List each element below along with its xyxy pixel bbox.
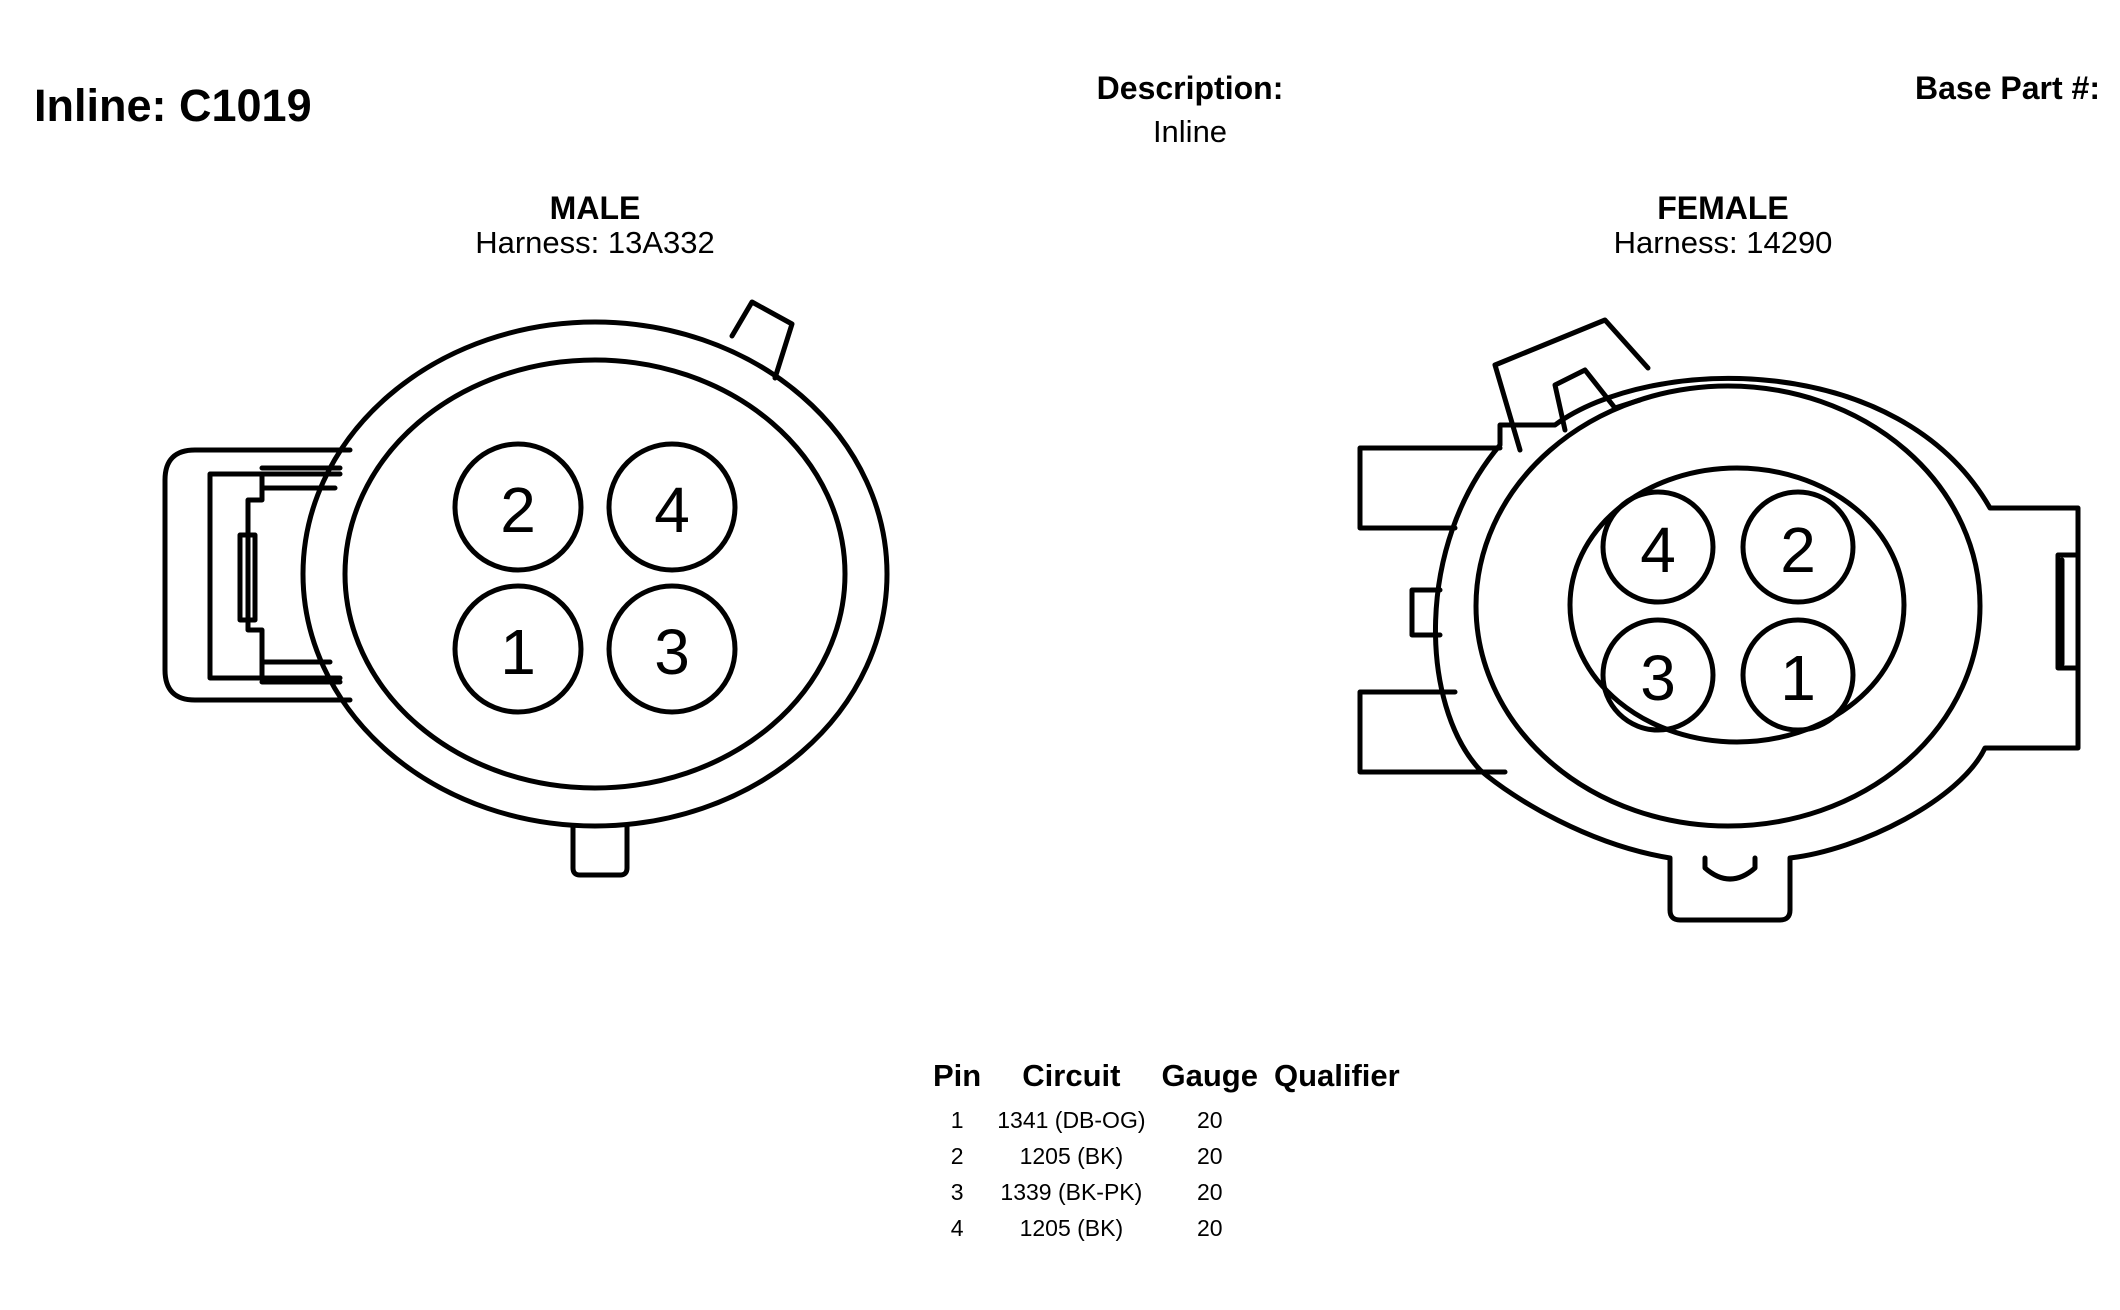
circuit-cell: 1341 (DB-OG) (997, 1106, 1146, 1133)
qualifier-cell (1266, 1174, 1408, 1210)
male-harness: Harness: 13A332 (475, 225, 715, 260)
gauge-cell: 20 (1196, 1178, 1223, 1205)
female-pin-carrier (1567, 465, 1907, 745)
qualifier-cell (1266, 1138, 1408, 1174)
female-left-tab-bottom (1357, 689, 1508, 775)
female-pin-hole (1600, 489, 1716, 605)
gauge-cell: 20 (1196, 1106, 1223, 1133)
female-bottom-notch (1702, 855, 1758, 882)
pin-cell: 2 (950, 1142, 964, 1169)
description-label: Description: (1096, 70, 1284, 106)
gauge-cell: 20 (1196, 1142, 1223, 1169)
male-left-bracket (162, 447, 353, 703)
male-pin-number: 4 (654, 474, 690, 546)
female-pin-hole (1600, 617, 1716, 733)
gauge-cell: 20 (1196, 1214, 1223, 1241)
male-label: MALE (549, 190, 641, 226)
circuit-cell: 1205 (BK) (1019, 1142, 1124, 1169)
female-inner-ring (1473, 383, 1983, 829)
male-inner-face (342, 357, 848, 791)
female-pin-number: 4 (1640, 514, 1676, 586)
pin-cell: 1 (950, 1106, 964, 1133)
male-pin-hole (606, 583, 738, 715)
male-left-bracket-inner (207, 471, 343, 681)
female-right-clip (2055, 552, 2081, 671)
gauge-column-header: Gauge (1161, 1058, 1258, 1093)
male-left-clip-rect (237, 532, 258, 623)
male-pin-hole (452, 441, 584, 573)
connector-title: Inline: C1019 (34, 80, 312, 131)
male-pin-hole (452, 583, 584, 715)
male-top-latch (729, 299, 795, 381)
pin-column-header: Pin (933, 1058, 982, 1093)
pin-table: Pin Circuit Gauge Qualifier 1 1341 (DB-O… (925, 1058, 1408, 1246)
pin-cell: 4 (950, 1214, 964, 1241)
qualifier-cell (1266, 1102, 1408, 1138)
female-pin-number: 1 (1780, 642, 1816, 714)
male-pin-number: 3 (654, 616, 690, 688)
base-part-label: Base Part #: (1915, 70, 2100, 106)
table-row: 4 1205 (BK) 20 (925, 1210, 1408, 1246)
male-connector: 2 4 1 3 (162, 299, 890, 878)
pin-cell: 3 (950, 1178, 964, 1205)
male-pin-number: 1 (500, 616, 536, 688)
female-pin-hole (1740, 489, 1856, 605)
qualifier-column-header: Qualifier (1273, 1058, 1400, 1093)
male-pin-hole (606, 441, 738, 573)
female-top-latch (1492, 317, 1651, 453)
female-label: FEMALE (1657, 190, 1789, 226)
male-bottom-key (570, 823, 630, 878)
table-row: 1 1341 (DB-OG) 20 (925, 1102, 1408, 1138)
female-pin-number: 2 (1780, 514, 1816, 586)
male-left-clip (245, 471, 265, 681)
description-value: Inline (1152, 114, 1228, 149)
pin-table-header: Pin Circuit Gauge Qualifier (925, 1058, 1408, 1102)
circuit-cell: 1339 (BK-PK) (1000, 1178, 1143, 1205)
female-left-clip (1409, 587, 1443, 638)
male-outer-shell (300, 319, 890, 829)
female-left-tab-top (1357, 445, 1503, 531)
female-harness: Harness: 14290 (1613, 225, 1833, 260)
female-pin-hole (1740, 617, 1856, 733)
qualifier-cell (1266, 1210, 1408, 1246)
male-pin-number: 2 (500, 474, 536, 546)
female-pin-number: 3 (1640, 642, 1676, 714)
table-row: 3 1339 (BK-PK) 20 (925, 1174, 1408, 1210)
female-outer-shell (1433, 375, 2081, 923)
circuit-cell: 1205 (BK) (1019, 1214, 1124, 1241)
female-connector: 4 2 3 1 (1357, 317, 2081, 923)
male-bracket-rails (259, 465, 343, 685)
circuit-column-header: Circuit (1022, 1058, 1121, 1093)
table-row: 2 1205 (BK) 20 (925, 1138, 1408, 1174)
